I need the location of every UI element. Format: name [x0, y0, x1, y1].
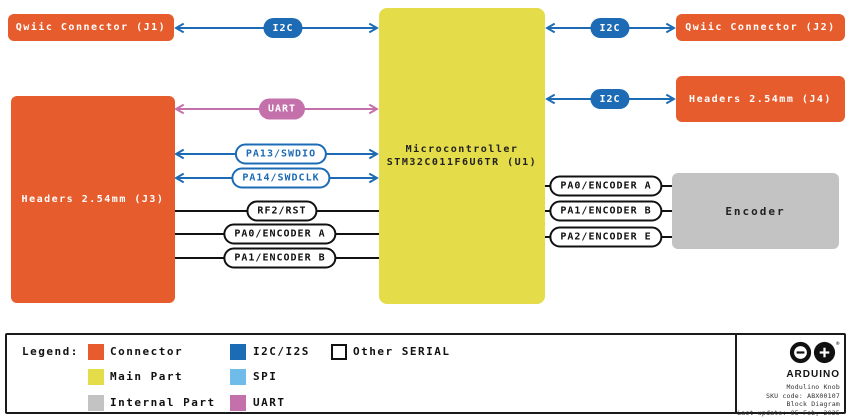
block-encoder: Encoder — [672, 173, 839, 249]
block-label: Qwiic Connector (J1) — [15, 22, 167, 33]
pill-i2c-j1: I2C — [263, 18, 303, 38]
pill-pa2-encoder-e-right: PA2/ENCODER E — [549, 226, 663, 248]
legend-label-connector: Connector — [110, 345, 184, 358]
block-label: Qwiic Connector (J2) — [685, 22, 836, 33]
legend-swatch-other-serial — [331, 344, 347, 360]
legend-label-i2c-i2s: I2C/I2S — [253, 345, 310, 358]
legend-label-other-serial: Other SERIAL — [353, 345, 451, 358]
footer-last-update: Last update: 05 Feb, 2025 — [737, 408, 840, 417]
footer-sku: SKU code: ABX00107 — [765, 391, 840, 400]
legend-swatch-spi — [230, 369, 246, 385]
pill-pa13-swdio: PA13/SWDIO — [234, 143, 328, 165]
pill-pa1-encoder-b-right: PA1/ENCODER B — [549, 200, 663, 222]
footer-doc-type: Block Diagram — [786, 400, 840, 408]
footer-brand-name: ARDUINO — [786, 369, 840, 380]
block-microcontroller: Microcontroller STM32C011F6U6TR (U1) — [379, 8, 545, 304]
block-label: Encoder — [725, 204, 786, 218]
block-qwiic-connector-j2: Qwiic Connector (J2) — [676, 14, 845, 41]
pill-rf2-rst: RF2/RST — [246, 200, 318, 222]
legend-title: Legend: — [22, 345, 79, 358]
block-headers-j3: Headers 2.54mm (J3) — [11, 96, 175, 303]
pill-pa1-encoder-b-left: PA1/ENCODER B — [223, 247, 337, 269]
arduino-logo-icon: ® — [789, 341, 840, 364]
footer-brand-panel: ® ARDUINO Modulino Knob SKU code: ABX001… — [737, 335, 844, 417]
legend-swatch-main-part — [88, 369, 104, 385]
legend-label-spi: SPI — [253, 370, 278, 383]
footer-product-name: Modulino Knob — [786, 383, 840, 391]
pill-i2c-j4: I2C — [590, 89, 630, 109]
pill-i2c-j2: I2C — [590, 18, 630, 38]
legend-label-main-part: Main Part — [110, 370, 184, 383]
pill-pa0-encoder-a-left: PA0/ENCODER A — [223, 223, 337, 245]
mcu-label-line1: Microcontroller — [405, 144, 519, 155]
legend-footer-divider — [735, 333, 737, 414]
legend-panel — [5, 333, 846, 414]
mcu-label-line2: STM32C011F6U6TR (U1) — [386, 157, 538, 168]
legend-swatch-uart — [230, 395, 246, 411]
registered-mark: ® — [836, 341, 840, 347]
block-label: Microcontroller STM32C011F6U6TR (U1) — [387, 143, 537, 169]
legend-swatch-internal-part — [88, 395, 104, 411]
legend-label-internal-part: Internal Part — [110, 396, 216, 409]
block-qwiic-connector-j1: Qwiic Connector (J1) — [8, 14, 174, 41]
pill-uart: UART — [258, 98, 306, 120]
legend-swatch-i2c-i2s — [230, 344, 246, 360]
block-label: Headers 2.54mm (J4) — [689, 93, 832, 105]
legend-label-uart: UART — [253, 396, 286, 409]
pill-pa0-encoder-a-right: PA0/ENCODER A — [549, 175, 663, 197]
legend-swatch-connector — [88, 344, 104, 360]
pill-pa14-swdclk: PA14/SWDCLK — [231, 167, 331, 189]
block-label: Headers 2.54mm (J3) — [21, 194, 165, 205]
block-headers-j4: Headers 2.54mm (J4) — [676, 76, 845, 122]
